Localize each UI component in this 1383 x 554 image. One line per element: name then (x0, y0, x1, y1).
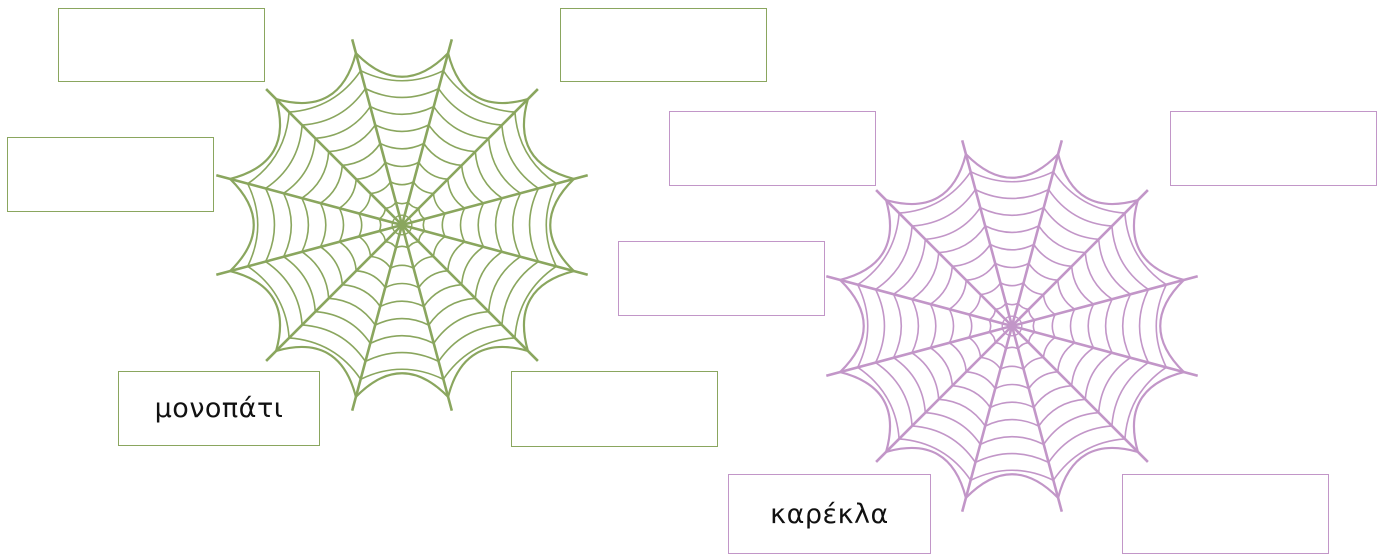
web-spoke (1012, 326, 1148, 462)
web-spoke (876, 190, 1012, 326)
web-spoke (826, 276, 1012, 326)
web-spoke (962, 140, 1012, 326)
word-box-green-top-left[interactable] (58, 8, 265, 82)
web-spoke (876, 326, 1012, 462)
word-box-purple-top-left[interactable] (669, 111, 876, 186)
web-spoke (1012, 190, 1148, 326)
web-spoke (1012, 326, 1198, 376)
web-spoke (826, 326, 1012, 376)
web-spoke (1012, 140, 1062, 326)
word-box-green-bottom-right[interactable] (511, 371, 718, 447)
word-box-purple-bottom-right[interactable] (1122, 474, 1329, 554)
word-box-purple-bottom-left[interactable]: καρέκλα (728, 474, 931, 554)
word-box-green-middle-left[interactable] (7, 137, 214, 212)
word-box-green-top-right[interactable] (560, 8, 767, 82)
word-box-purple-middle-left[interactable] (618, 241, 825, 316)
word-box-purple-top-right[interactable] (1170, 111, 1377, 186)
web-spoke (962, 326, 1012, 512)
web-spoke (1012, 276, 1198, 326)
word-box-green-bottom-left[interactable]: μονοπάτι (118, 371, 320, 446)
web-spoke (1012, 326, 1062, 512)
